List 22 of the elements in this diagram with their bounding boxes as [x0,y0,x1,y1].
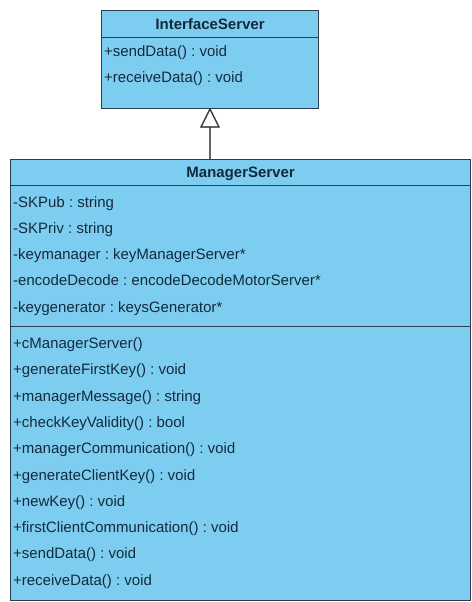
class-member: +newKey() : void [13,492,126,512]
class-member: +receiveData() : void [104,68,243,88]
class-member: +managerCommunication() : void [13,439,236,460]
class-member: +checkKeyValidity() : bool [13,412,185,433]
class-name: ManagerServer [185,163,296,183]
class-member: +managerMessage() : string [13,386,201,407]
class-member: -keymanager : keyManagerServer* [13,245,246,266]
class-member: +receiveData() : void [13,570,152,591]
class-member: +generateClientKey() : void [13,466,196,486]
class-member: -SKPub : string [13,192,114,212]
class-member: +generateFirstKey() : void [13,360,186,380]
class-member: -encodeDecode : encodeDecodeMotorServer* [13,271,321,292]
generalization-arrow [200,108,220,159]
class-member: -keygenerator : keysGenerator* [13,298,222,318]
class-member: +cManagerServer() [13,334,143,354]
class-box [10,159,471,601]
class-box [101,10,319,109]
class-member: -SKPriv : string [13,218,114,239]
class-name: InterfaceServer [154,15,266,35]
class-member: +firstClientCommunication() : void [13,518,238,538]
class-member: +sendData() : void [13,544,136,564]
class-member: +sendData() : void [104,42,227,62]
